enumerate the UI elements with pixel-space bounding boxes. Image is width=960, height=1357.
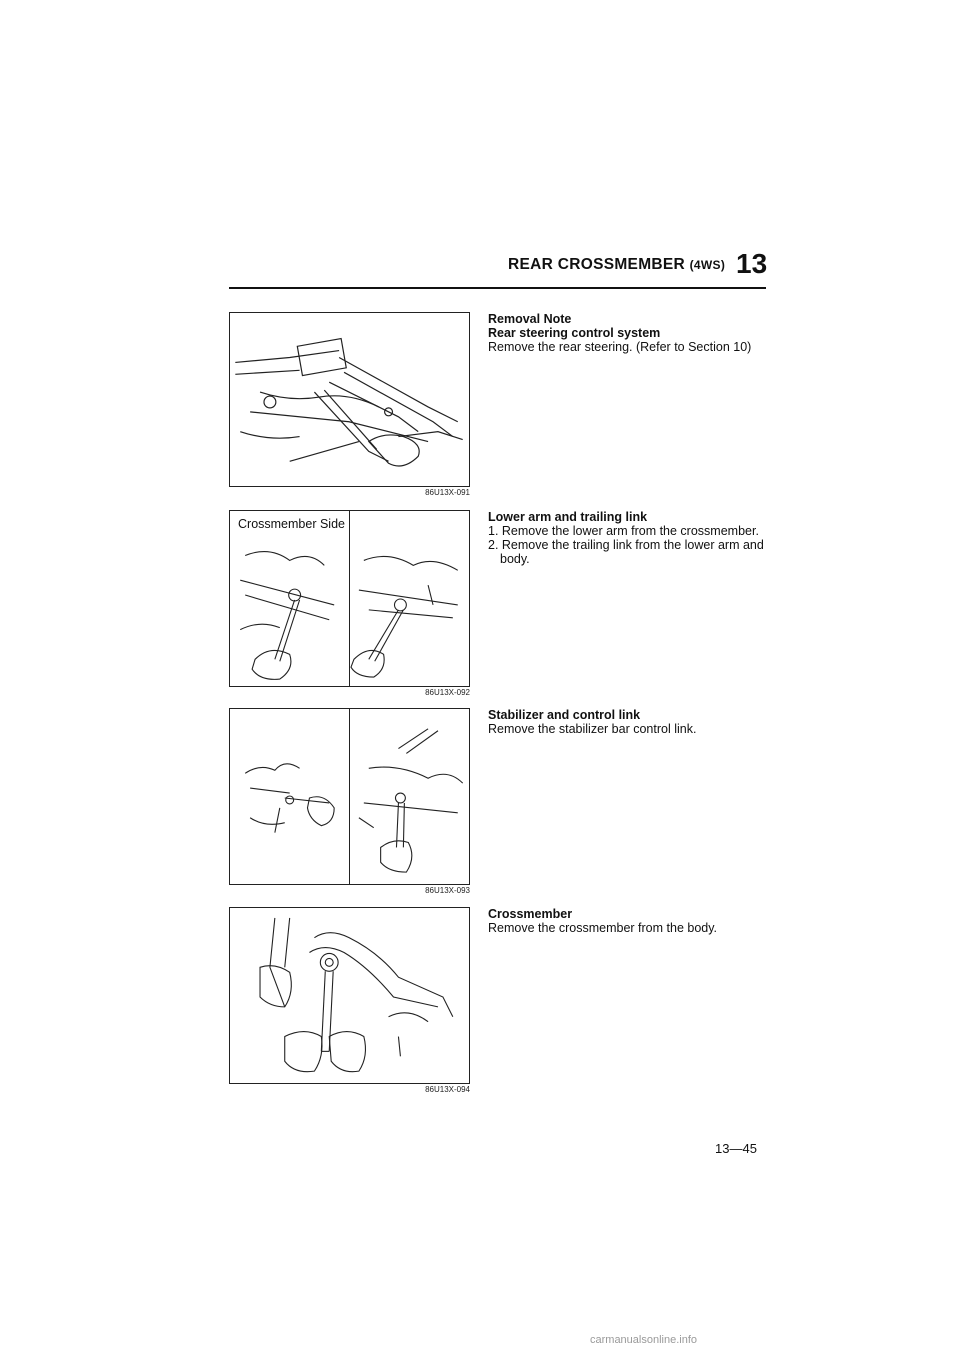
page-number: 13—45	[715, 1141, 757, 1156]
section-heading: Removal Note	[488, 312, 572, 326]
figure-code: 86U13X-094	[425, 1085, 470, 1094]
section-heading: Crossmember	[488, 907, 573, 921]
rear-steering-illustration	[235, 337, 463, 467]
section-lower-arm: Lower arm and trailing link 1. Remove th…	[488, 510, 778, 566]
crossmember-illustration	[259, 917, 454, 1073]
figure-code: 86U13X-091	[425, 488, 470, 497]
figure-lower-arm: Crossmember Side	[229, 510, 470, 687]
figure-code: 86U13X-092	[425, 688, 470, 697]
figure-rear-steering	[229, 312, 470, 487]
chapter-number: 13	[736, 248, 768, 279]
section-text: Remove the rear steering. (Refer to Sect…	[488, 340, 752, 354]
section-heading: Lower arm and trailing link	[488, 510, 648, 524]
footer-watermark: carmanualsonline.info	[590, 1334, 698, 1346]
section-text: Remove the crossmember from the body.	[488, 921, 718, 935]
lower-arm-illustration	[240, 551, 459, 680]
step-item: 2. Remove the trailing link from the low…	[488, 538, 764, 566]
section-text: Remove the stabilizer bar control link.	[488, 722, 697, 736]
page-title: REAR CROSSMEMBER (4WS)	[508, 256, 725, 274]
step-item: 1. Remove the lower arm from the crossme…	[488, 524, 759, 538]
panel-divider	[349, 709, 350, 884]
header-rule	[229, 287, 766, 289]
section-subheading: Rear steering control system	[488, 326, 661, 340]
section-crossmember: Crossmember Remove the crossmember from …	[488, 907, 778, 935]
section-heading: Stabilizer and control link	[488, 708, 641, 722]
section-stabilizer: Stabilizer and control link Remove the s…	[488, 708, 778, 736]
figure-code: 86U13X-093	[425, 886, 470, 895]
figure-stabilizer	[229, 708, 470, 885]
figure-label: Crossmember Side	[238, 517, 345, 531]
section-removal-note: Removal Note Rear steering control syste…	[488, 312, 778, 354]
panel-divider	[349, 511, 350, 686]
stabilizer-illustration	[244, 728, 464, 873]
title-text: REAR CROSSMEMBER	[508, 256, 690, 273]
figure-crossmember	[229, 907, 470, 1084]
title-suffix: (4WS)	[689, 258, 726, 272]
